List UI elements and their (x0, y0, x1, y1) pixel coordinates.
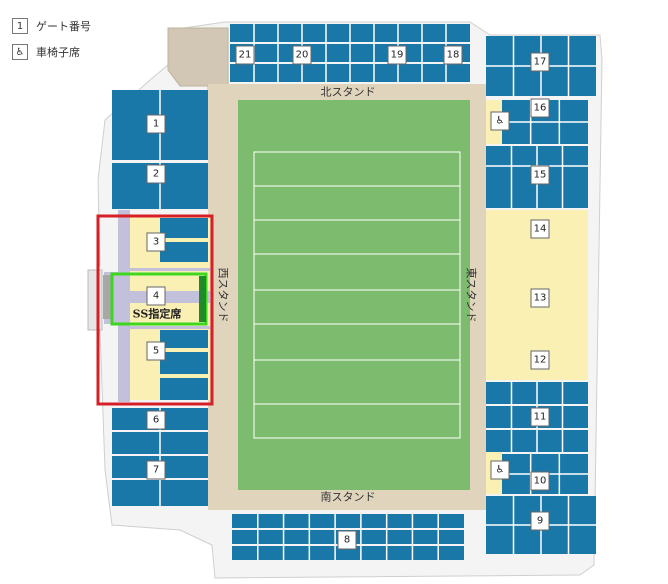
seat-block (112, 185, 208, 209)
east-stand-label: 東スタンド (465, 268, 478, 323)
gate-number: 18 (447, 50, 460, 61)
gate-15: 15 (530, 165, 550, 185)
gate-number: 4 (153, 291, 159, 302)
seat-block (160, 378, 208, 400)
field-lines (253, 151, 461, 439)
seat-block (232, 514, 464, 528)
gate-5: 5 (146, 341, 166, 361)
gate-7: 7 (146, 460, 166, 480)
gate-number: 10 (534, 476, 547, 487)
gate-17: 17 (530, 52, 550, 72)
gate-number: 9 (537, 516, 543, 527)
wheelchair-icon: ♿ (490, 111, 510, 131)
gate-2: 2 (146, 164, 166, 184)
gate-1: 1 (146, 114, 166, 134)
legend-wheelchair: ♿ 車椅子席 (12, 44, 80, 60)
legend-gate-label: ゲート番号 (36, 20, 91, 33)
gate-3: 3 (146, 232, 166, 252)
legend-wheelchair-label: 車椅子席 (36, 46, 80, 59)
highlight-frames (96, 214, 214, 406)
gate-20: 20 (292, 45, 312, 65)
stand-labels: 北スタンド 南スタンド 西スタンド 東スタンド SS指定席 (133, 86, 478, 504)
ss-zone-label: SS指定席 (133, 307, 182, 321)
gate-11: 11 (530, 407, 550, 427)
seat-block (486, 382, 588, 404)
gate-number: 2 (153, 169, 159, 180)
gate-21: 21 (235, 45, 255, 65)
gate-13: 13 (530, 288, 550, 308)
gate-number: 20 (296, 50, 309, 61)
north-stand-label: 北スタンド (321, 86, 376, 99)
wheelchair-markers: ♿♿ (490, 111, 510, 480)
west-stand-label: 西スタンド (217, 268, 230, 323)
gate-number: 6 (153, 415, 159, 426)
wheelchair-icon: ♿ (490, 460, 510, 480)
svg-text:♿: ♿ (496, 465, 505, 476)
gate-8: 8 (337, 530, 357, 550)
gate-4: 4 (146, 286, 166, 306)
gate-number: 21 (239, 50, 252, 61)
gate-number: 13 (534, 293, 547, 304)
svg-text:♿: ♿ (496, 116, 505, 127)
seat-block (230, 44, 470, 62)
seat-block (486, 186, 588, 208)
gate-number: 12 (534, 355, 547, 366)
legend-gate-box: 1 (12, 18, 28, 34)
seat-block (160, 352, 208, 374)
seat-block (230, 24, 470, 42)
wheelchair-icon: ♿ (12, 44, 28, 60)
gate-number: 17 (534, 57, 547, 68)
seat-block (112, 480, 208, 506)
gate-number: 16 (534, 103, 547, 114)
gate-18: 18 (443, 45, 463, 65)
seat-block (232, 546, 464, 560)
gate-14: 14 (530, 219, 550, 239)
seat-block (486, 430, 588, 452)
gate-10: 10 (530, 471, 550, 491)
gate-19: 19 (387, 45, 407, 65)
gate-number: 8 (344, 535, 350, 546)
gate-number: 1 (153, 119, 159, 130)
seat-block (160, 218, 208, 238)
gate-16: 16 (530, 98, 550, 118)
seat-block (230, 64, 470, 82)
seat-block (112, 432, 208, 454)
gate-number: 5 (153, 346, 159, 357)
gate-12: 12 (530, 350, 550, 370)
gate-number: 7 (153, 465, 159, 476)
gate-number: 11 (534, 412, 547, 423)
gate-number: 3 (153, 237, 159, 248)
seat-block (112, 90, 208, 114)
gate-number: 14 (534, 224, 547, 235)
gate-number: 15 (534, 170, 547, 181)
gate-9: 9 (530, 511, 550, 531)
legend-gate: 1 ゲート番号 (12, 18, 91, 34)
stadium-background (87, 21, 603, 579)
seat-block (160, 242, 208, 262)
gate-number: 19 (391, 50, 404, 61)
seat-block (160, 330, 208, 348)
seat-block (112, 134, 208, 160)
south-stand-label: 南スタンド (321, 491, 376, 504)
gate-6: 6 (146, 410, 166, 430)
